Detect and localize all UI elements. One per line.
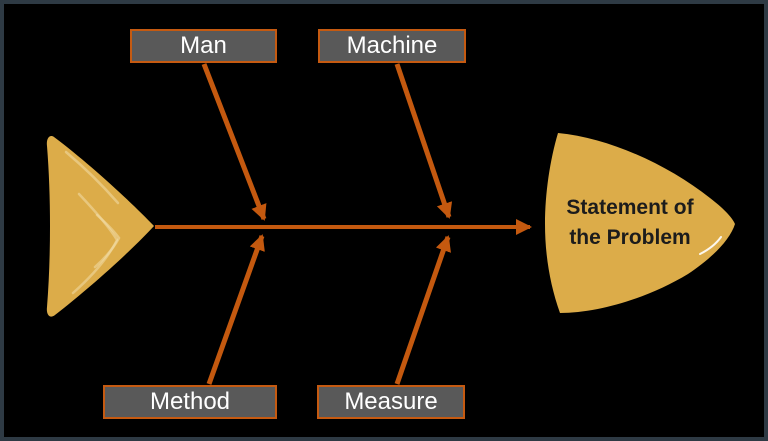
cause-label-measure: Measure xyxy=(344,388,438,415)
cause-label-man: Man xyxy=(180,32,227,59)
cause-label-machine: Machine xyxy=(346,32,438,59)
cause-box-method[interactable]: Method xyxy=(103,385,277,419)
problem-statement-text: Statement of the Problem xyxy=(566,196,694,249)
fish-head-shape[interactable] xyxy=(545,133,735,313)
tail-streak xyxy=(64,150,120,205)
cause-box-measure[interactable]: Measure xyxy=(317,385,465,419)
machine-branch-arrow[interactable] xyxy=(394,63,453,219)
cause-label-method: Method xyxy=(149,388,231,415)
method-branch-arrow[interactable] xyxy=(206,234,265,385)
cause-box-man[interactable]: Man xyxy=(130,29,277,63)
man-branch-arrow[interactable] xyxy=(201,63,267,221)
head-highlight xyxy=(699,236,722,255)
measure-branch-arrow[interactable] xyxy=(394,235,451,385)
tail-streak xyxy=(93,213,121,269)
cause-box-machine[interactable]: Machine xyxy=(318,29,466,63)
fish-tail-shape[interactable] xyxy=(46,136,154,317)
